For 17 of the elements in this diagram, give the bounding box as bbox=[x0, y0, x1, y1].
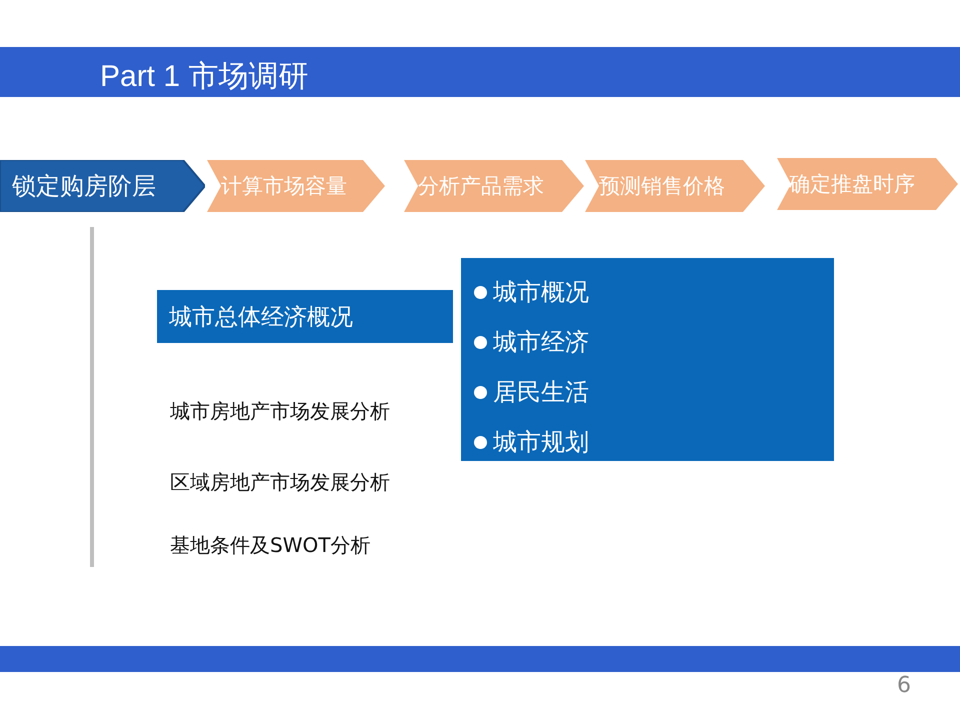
list-item: 居民生活 bbox=[493, 377, 589, 408]
slide-title: Part 1 市场调研 bbox=[100, 59, 308, 95]
step-label: 确定推盘时序 bbox=[789, 171, 915, 198]
step-label: 计算市场容量 bbox=[221, 173, 347, 200]
page-number: 6 bbox=[897, 673, 911, 698]
step-label: 分析产品需求 bbox=[418, 173, 544, 200]
section-label: 区域房地产市场发展分析 bbox=[170, 469, 390, 496]
section-label: 城市房地产市场发展分析 bbox=[170, 398, 390, 425]
details-panel bbox=[461, 258, 834, 461]
list-item: 城市规划 bbox=[493, 427, 589, 458]
topic-box bbox=[157, 290, 453, 343]
step-label: 预测销售价格 bbox=[599, 173, 725, 200]
list-item: 城市概况 bbox=[493, 277, 589, 308]
topic-text: 城市总体经济概况 bbox=[169, 303, 353, 332]
section-label: 基地条件及SWOT分析 bbox=[170, 532, 370, 559]
step-label: 锁定购房阶层 bbox=[12, 171, 156, 202]
list-item: 城市经济 bbox=[493, 327, 589, 358]
